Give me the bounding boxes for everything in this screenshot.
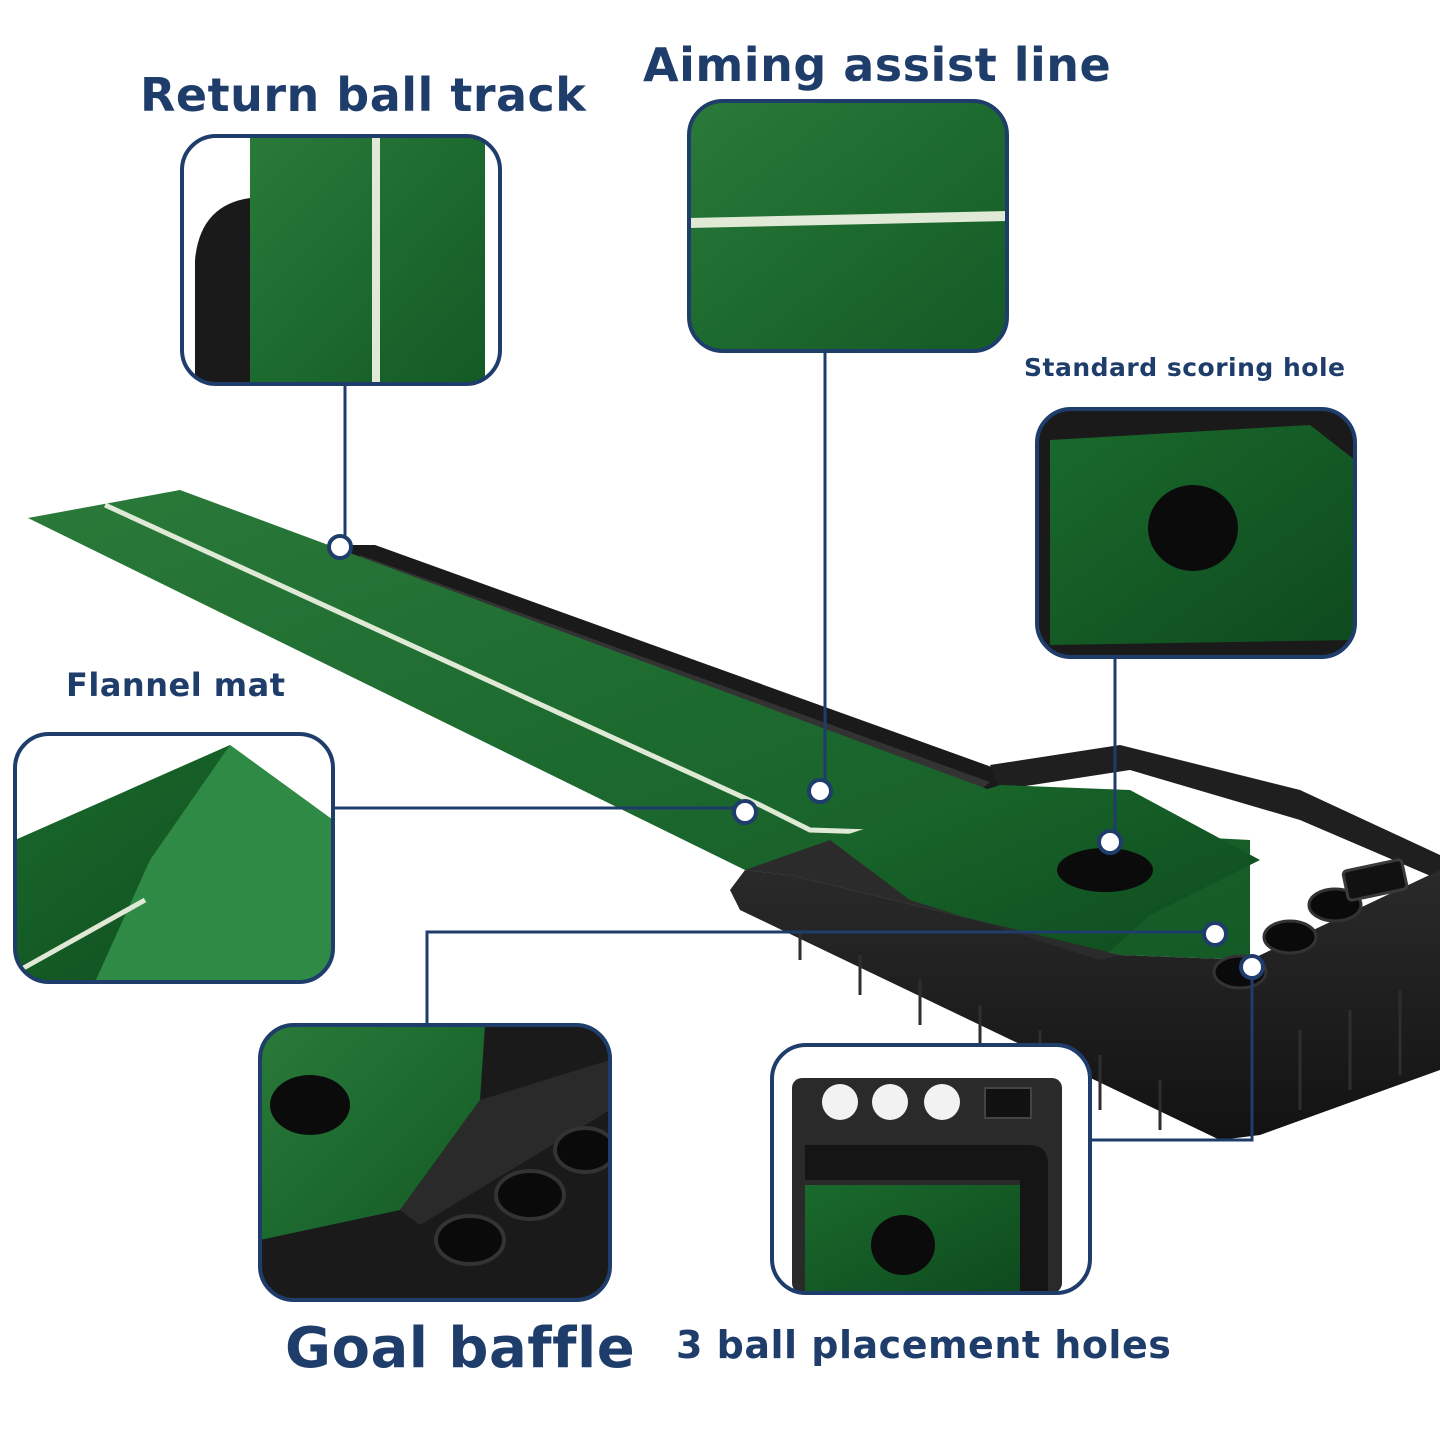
label-flannel-mat: Flannel mat xyxy=(66,666,286,704)
label-goal-baffle: Goal baffle xyxy=(285,1316,636,1381)
callout-dot-flannel xyxy=(732,799,758,825)
scoring-hole xyxy=(1057,848,1153,892)
callout-lines xyxy=(333,351,1254,1142)
detail-goal-baffle xyxy=(258,1023,612,1302)
callout-dot-return-track xyxy=(327,534,353,560)
counter-display xyxy=(1341,858,1409,902)
label-aiming-assist-line: Aiming assist line xyxy=(643,38,1112,92)
label-return-ball-track: Return ball track xyxy=(140,68,587,122)
detail-scoring-hole xyxy=(1035,407,1357,659)
tray-body xyxy=(730,870,1440,1140)
callout-dot-scoring-hole xyxy=(1097,829,1123,855)
putting-mat-product xyxy=(28,490,1440,1140)
callout-dots xyxy=(327,534,1265,980)
label-ball-placement-holes: 3 ball placement holes xyxy=(676,1323,1172,1367)
detail-return-track xyxy=(180,134,502,386)
detail-aim-line xyxy=(687,99,1009,353)
label-standard-scoring-hole: Standard scoring hole xyxy=(1024,353,1346,382)
callout-dot-aim-line xyxy=(807,778,833,804)
detail-ball-holes xyxy=(770,1043,1092,1295)
callout-dot-baffle xyxy=(1202,921,1228,947)
callout-dot-ball-holes xyxy=(1239,954,1265,980)
detail-flannel-mat xyxy=(13,732,335,984)
tray-ball-hole xyxy=(1262,919,1318,955)
